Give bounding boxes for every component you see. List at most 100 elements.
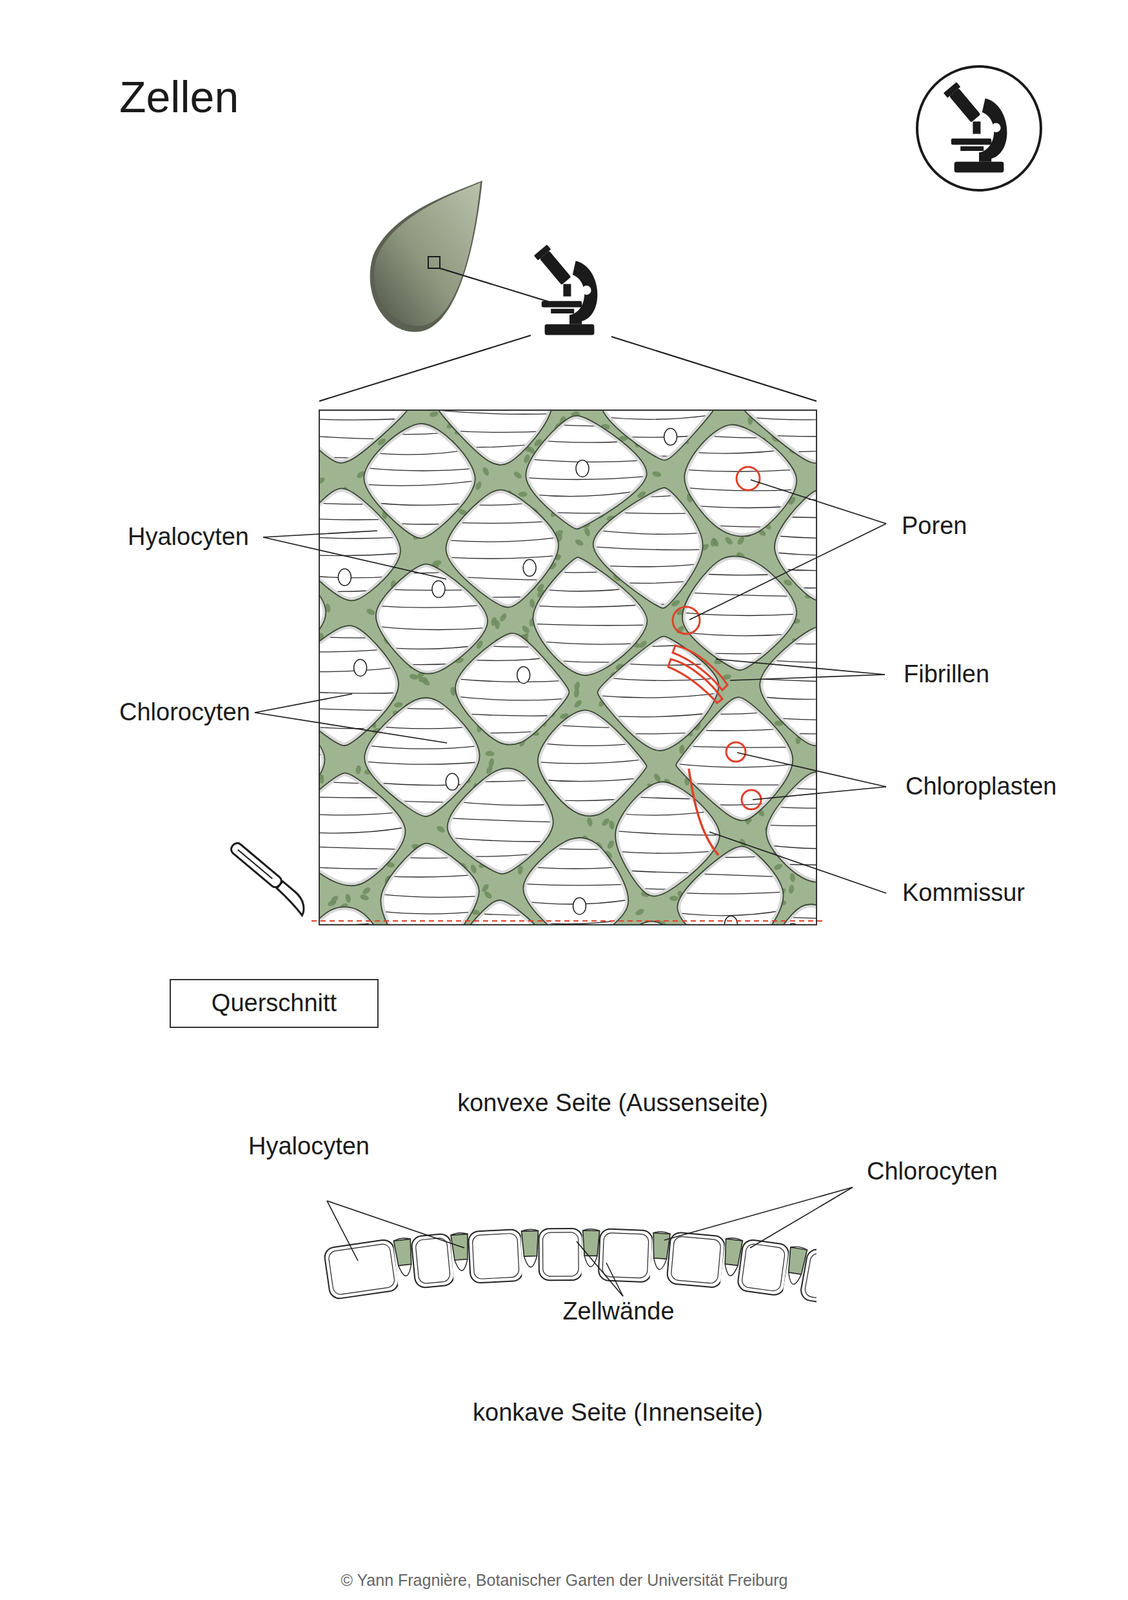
hyalocyte-inner-wall bbox=[741, 1243, 786, 1292]
fibril bbox=[534, 741, 651, 746]
fibril bbox=[319, 826, 409, 834]
fibril-highlight bbox=[668, 659, 723, 703]
hyalocyte bbox=[740, 410, 817, 464]
cell-shade bbox=[675, 697, 793, 821]
fibril bbox=[444, 778, 557, 782]
leaf bbox=[374, 182, 481, 326]
hyalocyte bbox=[673, 846, 787, 925]
part-label: Poren bbox=[901, 512, 967, 541]
chloroplast bbox=[365, 607, 376, 616]
hyalocyte-body bbox=[523, 837, 629, 925]
fibril bbox=[590, 529, 707, 535]
chloroplast bbox=[483, 890, 494, 900]
cell-shade bbox=[768, 904, 817, 925]
section-hyalocyte bbox=[468, 1229, 524, 1284]
scalpel-handle bbox=[228, 841, 284, 890]
fibrils bbox=[519, 837, 631, 925]
fibril bbox=[673, 910, 787, 916]
fibril bbox=[360, 480, 478, 486]
hyalocyte-inner-wall bbox=[472, 1233, 520, 1279]
leaf-edge bbox=[370, 180, 483, 333]
fibril bbox=[672, 763, 796, 768]
commissure-highlight bbox=[688, 768, 719, 856]
chloroplast bbox=[736, 535, 746, 546]
hyalocyte-inner-wall bbox=[415, 1237, 451, 1285]
chloroplast bbox=[469, 863, 478, 874]
hyalocyte-outline bbox=[468, 1229, 524, 1284]
pore-highlight bbox=[736, 466, 760, 491]
hyalocyte-wall bbox=[447, 768, 554, 874]
hyalocyte-wall bbox=[675, 697, 793, 821]
hyalocyte-wall bbox=[774, 489, 817, 602]
fibril bbox=[590, 546, 707, 551]
chloroplast bbox=[634, 908, 645, 917]
cell-wall bbox=[393, 1237, 415, 1277]
hyalocyte-wall bbox=[759, 626, 817, 746]
hyalocyte-wall bbox=[768, 904, 817, 925]
hyalocyte-outline bbox=[323, 1238, 400, 1301]
fibril bbox=[452, 695, 573, 701]
hyalocyte-outline bbox=[666, 1231, 725, 1288]
pore bbox=[445, 773, 459, 791]
fibril bbox=[377, 911, 483, 914]
chloroplast bbox=[480, 882, 491, 894]
hyalocyte-wall bbox=[445, 490, 559, 608]
hyalocyte-wall bbox=[319, 906, 391, 925]
chloroplast bbox=[319, 475, 326, 485]
chlorocyte-section bbox=[722, 1238, 743, 1267]
part-label: konkave Seite (Innenseite) bbox=[472, 1398, 763, 1428]
cell-wall bbox=[521, 1229, 540, 1268]
fibril bbox=[756, 637, 817, 645]
fibril bbox=[597, 414, 718, 420]
fibril bbox=[756, 659, 817, 663]
leader-lines bbox=[326, 1187, 853, 1297]
chloroplast bbox=[474, 480, 483, 491]
hyalocyte-inner-wall bbox=[327, 1243, 396, 1296]
fibril bbox=[361, 744, 483, 749]
hyalocyte-inner-wall bbox=[542, 1232, 579, 1277]
pore bbox=[337, 568, 351, 586]
part-label: Zellwände bbox=[562, 1297, 674, 1326]
hyalocyte bbox=[590, 487, 707, 609]
hyalocyte bbox=[519, 837, 631, 925]
leader-line bbox=[750, 1187, 853, 1248]
chloroplast bbox=[408, 673, 420, 681]
hyalocyte bbox=[377, 843, 483, 925]
box-label: Querschnitt bbox=[211, 989, 337, 1018]
cell-wall bbox=[651, 1231, 671, 1270]
fibril bbox=[597, 434, 718, 438]
fibril bbox=[442, 537, 562, 542]
badge-circle bbox=[917, 66, 1041, 191]
chloroplast bbox=[586, 817, 594, 828]
fibril bbox=[444, 837, 557, 842]
fibril bbox=[756, 715, 817, 720]
fibril bbox=[319, 690, 402, 694]
fibril bbox=[740, 434, 817, 437]
cut-line bbox=[311, 920, 825, 922]
chloroplast bbox=[528, 598, 535, 609]
chloroplast bbox=[488, 757, 496, 768]
cell-shade bbox=[380, 843, 479, 925]
pore-highlight bbox=[672, 606, 700, 634]
hyalocyte-wall bbox=[380, 843, 479, 925]
section-hyalocyte bbox=[666, 1231, 725, 1288]
chloroplast-highlight bbox=[741, 790, 762, 810]
scalpel-groove bbox=[237, 849, 273, 879]
zoom-line bbox=[611, 336, 817, 402]
microscope-icon bbox=[943, 81, 1008, 173]
chloroplast bbox=[606, 839, 616, 851]
section-box: Querschnitt bbox=[169, 979, 379, 1029]
hyalocyte bbox=[442, 490, 562, 608]
fibril bbox=[377, 893, 483, 898]
hyalocyte-body bbox=[766, 771, 817, 883]
cell-shade bbox=[759, 626, 817, 746]
leader-line bbox=[689, 523, 887, 620]
cell-mesh bbox=[319, 410, 817, 925]
leader-line bbox=[730, 674, 885, 681]
chloroplast bbox=[344, 893, 352, 903]
section-hyalocyte bbox=[736, 1238, 790, 1297]
part-label: Fibrillen bbox=[903, 660, 990, 689]
copyright-note: © Yann Fragnière, Botanischer Garten der… bbox=[341, 1571, 789, 1590]
chloroplast bbox=[669, 895, 679, 901]
pointer-line bbox=[439, 268, 554, 304]
